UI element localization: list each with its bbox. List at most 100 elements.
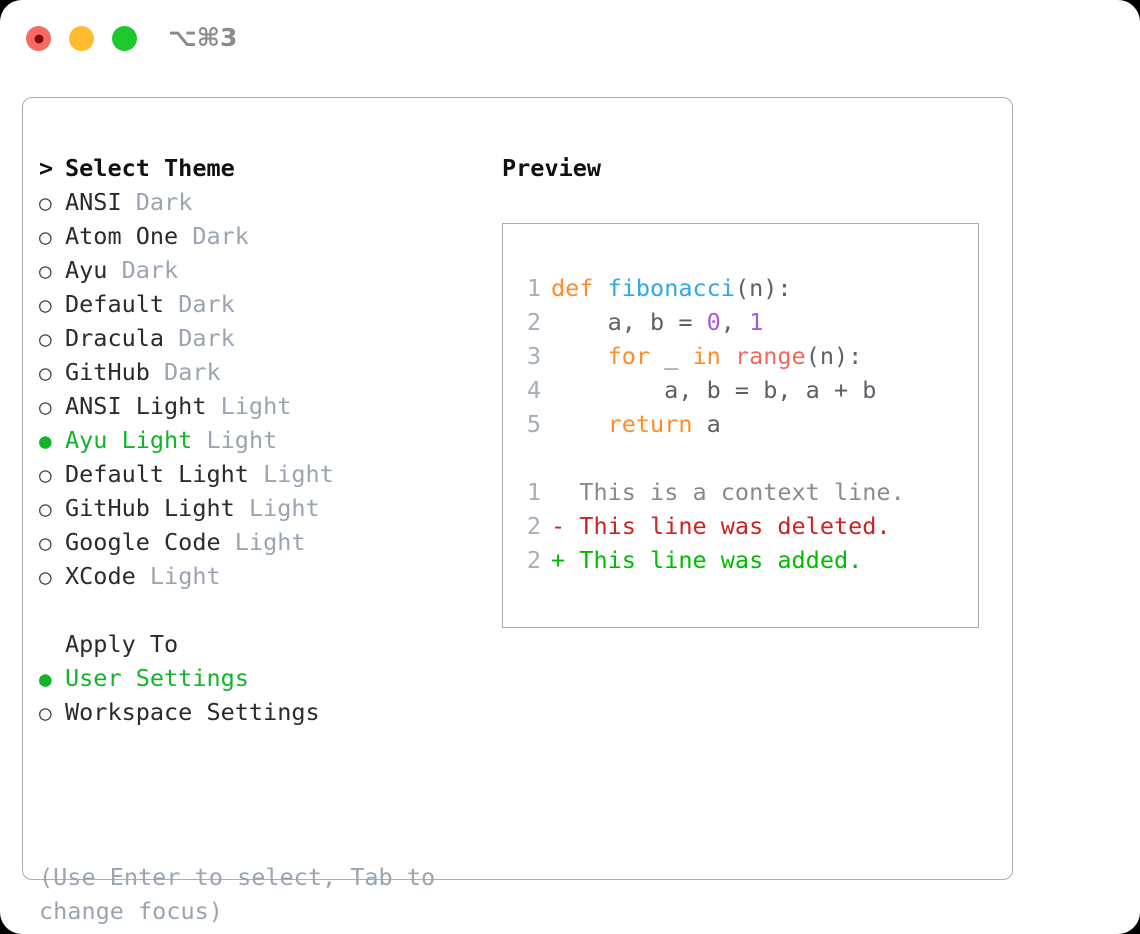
theme-option-label: Ayu Light: [65, 426, 193, 454]
apply-to-heading: Apply To: [39, 627, 494, 661]
apply-to-heading-label: Apply To: [65, 630, 179, 658]
radio-selected-icon: ●: [39, 429, 52, 453]
theme-option-label: Ayu: [65, 256, 108, 284]
theme-option-xcode[interactable]: ○XCode Light: [39, 559, 494, 593]
theme-option-default[interactable]: ○ Default Dark: [39, 287, 494, 321]
theme-option-google-code[interactable]: ○Google Code Light: [39, 525, 494, 559]
select-theme-heading-label: Select Theme: [65, 154, 235, 182]
theme-variant-tag: Light: [149, 562, 221, 590]
code-token: for: [607, 342, 651, 370]
label-separator: [107, 253, 121, 287]
code-line: 5 return a: [517, 407, 905, 441]
zoom-button-icon[interactable]: [112, 26, 137, 51]
radio-unselected-icon: ○: [39, 259, 52, 283]
window-controls: [26, 26, 137, 51]
theme-variant-tag: Dark: [121, 256, 179, 284]
apply-to-option-label: User Settings: [65, 664, 249, 692]
theme-option-label: GitHub: [65, 358, 150, 386]
theme-option-label: XCode: [65, 562, 136, 590]
theme-variant-tag: Light: [220, 392, 292, 420]
label-separator: [192, 423, 206, 457]
code-token: fibonacci: [607, 274, 735, 302]
theme-option-label: Dracula: [65, 324, 165, 352]
diff-text: This line was added.: [565, 546, 863, 574]
code-token: _: [650, 342, 693, 370]
diff-sign: +: [551, 546, 566, 574]
apply-to-option-workspace-settings[interactable]: ○ Workspace Settings: [39, 695, 494, 729]
code-token: a, b =: [551, 308, 707, 336]
radio-unselected-icon: ○: [39, 225, 52, 249]
theme-option-label: ANSI: [65, 188, 122, 216]
code-line: 4 a, b = b, a + b: [517, 373, 905, 407]
apply-to-option-user-settings[interactable]: ● User Settings: [39, 661, 494, 695]
theme-option-ansi-light[interactable]: ○ ANSI Light Light: [39, 389, 494, 423]
radio-unselected-icon: ○: [39, 497, 52, 521]
theme-option-ayu[interactable]: ○ Ayu Dark: [39, 253, 494, 287]
radio-unselected-icon: ○: [39, 463, 52, 487]
theme-picker-card: > Select Theme ○ANSI Dark○Atom One Dark○…: [22, 97, 1013, 925]
code-token: [551, 410, 608, 438]
title-bar: ⌥⌘3: [0, 0, 1140, 78]
line-number: 2: [526, 512, 541, 540]
code-token: def: [551, 274, 594, 302]
line-number: 2: [526, 308, 541, 336]
label-separator: [164, 287, 178, 321]
theme-option-github-light[interactable]: ○GitHub Light Light: [39, 491, 494, 525]
label-separator: [122, 185, 136, 219]
theme-option-ansi[interactable]: ○ ANSI Dark: [39, 185, 494, 219]
theme-option-dracula[interactable]: ○Dracula Dark: [39, 321, 494, 355]
line-number: 4: [526, 376, 541, 404]
radio-selected-icon: ●: [39, 667, 52, 691]
radio-unselected-icon: ○: [39, 701, 52, 725]
diff-sign: [551, 478, 565, 506]
code-token: 1: [749, 308, 764, 336]
diff-text: This is a context line.: [565, 478, 905, 506]
theme-option-label: Default Light: [65, 460, 249, 488]
apply-to-options-list: ● User Settings ○ Workspace Settings: [39, 661, 494, 729]
code-token: 0: [706, 308, 721, 336]
preview-title: Preview: [502, 154, 602, 182]
theme-option-label: Atom One: [65, 222, 179, 250]
radio-unselected-icon: ○: [39, 395, 52, 419]
theme-variant-tag: Light: [234, 528, 306, 556]
theme-variant-tag: Dark: [178, 290, 235, 318]
list-spacer: [39, 593, 494, 627]
code-token: [721, 342, 735, 370]
diff-line-add: 2 + This line was added.: [517, 543, 905, 577]
theme-option-ayu-light[interactable]: ● Ayu Light Light: [39, 423, 494, 457]
theme-option-github[interactable]: ○GitHub Dark: [39, 355, 494, 389]
theme-option-label: Google Code: [65, 528, 221, 556]
theme-variant-tag: Dark: [135, 188, 193, 216]
code-token: [593, 274, 607, 302]
code-token: in: [692, 342, 721, 370]
theme-option-atom-one[interactable]: ○ Atom One Dark: [39, 219, 494, 253]
line-number: 5: [526, 410, 541, 438]
label-separator: [221, 525, 235, 559]
diff-line-del: 2- This line was deleted.: [517, 509, 905, 543]
theme-variant-tag: Light: [263, 460, 334, 488]
code-blank-line: [517, 441, 905, 475]
code-token: a: [692, 410, 721, 438]
close-button-icon[interactable]: [26, 26, 51, 51]
radio-unselected-icon: ○: [39, 293, 52, 317]
theme-variant-tag: Dark: [164, 358, 221, 386]
theme-option-default-light[interactable]: ○ Default Light Light: [39, 457, 494, 491]
label-separator: [150, 355, 164, 389]
apply-to-option-label: Workspace Settings: [65, 698, 320, 726]
theme-option-label: ANSI Light: [65, 392, 207, 420]
minimize-button-icon[interactable]: [69, 26, 94, 51]
radio-unselected-icon: ○: [39, 191, 52, 215]
theme-variant-tag: Light: [248, 494, 320, 522]
diff-line-ctx: 1 This is a context line.: [517, 475, 905, 509]
theme-option-label: Default: [65, 290, 165, 318]
caret-icon: >: [39, 154, 54, 182]
line-number: 2: [526, 546, 541, 574]
theme-variant-tag: Dark: [192, 222, 249, 250]
code-token: (n):: [805, 342, 863, 370]
theme-variant-tag: Light: [206, 426, 278, 454]
theme-variant-tag: Dark: [178, 324, 235, 352]
